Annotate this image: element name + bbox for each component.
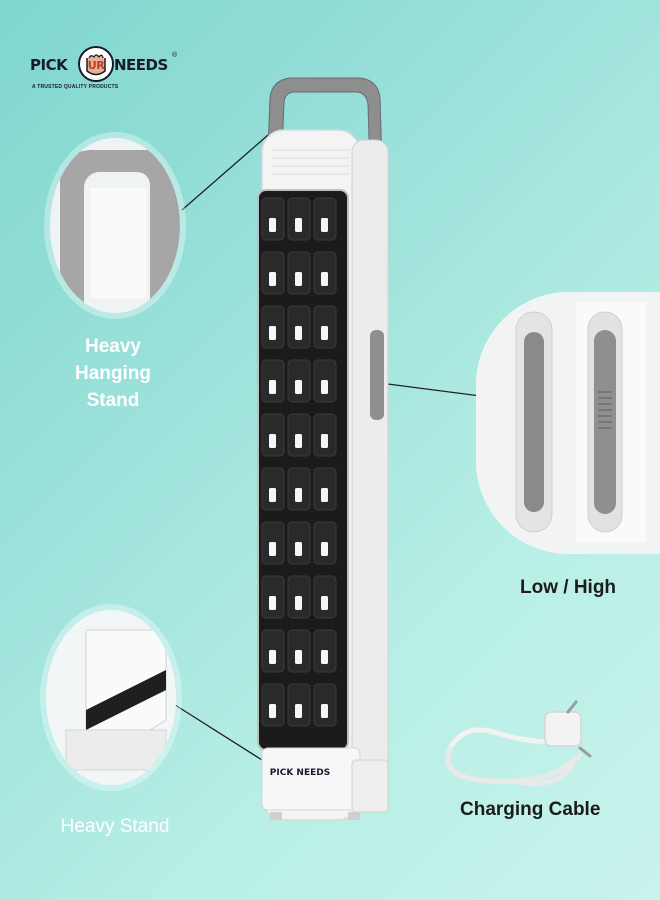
fist-icon: UR — [78, 46, 114, 82]
logo-tagline: A TRUSTED QUALITY PRODUCTS — [32, 84, 119, 90]
switch-closeup — [476, 292, 660, 554]
led-chip — [269, 326, 276, 340]
led-chip — [321, 650, 328, 664]
registered-mark: ® — [172, 52, 178, 59]
handle-closeup — [50, 138, 180, 313]
brand-logo: PICK UR NEEDS ® A TRUSTED QUALITY PRODUC… — [30, 44, 190, 100]
foot-left — [270, 812, 282, 820]
charging-cable-illustration — [445, 700, 592, 787]
lamp-side-rail — [351, 139, 389, 811]
led-chip — [295, 326, 302, 340]
led-chip — [295, 272, 302, 286]
led-chip — [321, 380, 328, 394]
led-chip — [321, 434, 328, 448]
led-chip — [321, 542, 328, 556]
lamp-base — [261, 747, 361, 811]
top-ribs — [272, 149, 350, 175]
handle-closeup-illustration — [50, 138, 180, 313]
led-chip — [269, 218, 276, 232]
svg-text:UR: UR — [88, 59, 105, 72]
led-chip — [295, 650, 302, 664]
stand-closeup — [46, 610, 176, 785]
side-stand — [351, 759, 389, 813]
led-chip — [321, 488, 328, 502]
charging-cable-label: Charging Cable — [460, 799, 601, 820]
led-chip — [295, 434, 302, 448]
led-chip — [269, 272, 276, 286]
led-chip — [295, 218, 302, 232]
logo-needs-text: NEEDS — [114, 56, 168, 74]
led-chip — [269, 380, 276, 394]
led-chip — [295, 596, 302, 610]
switch-closeup-illustration — [476, 292, 660, 554]
led-chip — [269, 704, 276, 718]
stand-closeup-illustration — [46, 610, 176, 785]
led-chip — [321, 704, 328, 718]
led-chip — [321, 218, 328, 232]
pointer-line-handle — [181, 134, 269, 211]
led-chip — [269, 488, 276, 502]
led-chip — [269, 596, 276, 610]
led-chip — [295, 542, 302, 556]
led-chip — [269, 650, 276, 664]
pointer-line-stand — [171, 702, 263, 761]
led-chip — [269, 434, 276, 448]
hanging-stand-label: Heavy Hanging Stand — [75, 336, 151, 411]
product-logo-text: PICK NEEDS — [270, 768, 330, 778]
led-array — [261, 197, 337, 727]
low-high-switch — [370, 330, 384, 420]
led-chip — [295, 380, 302, 394]
led-chip — [321, 326, 328, 340]
led-chip — [321, 272, 328, 286]
heavy-stand-label: Heavy Stand — [60, 816, 170, 837]
led-chip — [295, 704, 302, 718]
low-high-label: Low / High — [520, 577, 617, 598]
led-chip — [269, 542, 276, 556]
logo-pick-text: PICK — [30, 56, 68, 74]
led-chip — [321, 596, 328, 610]
led-chip — [295, 488, 302, 502]
switch-grip-lines — [598, 391, 612, 429]
foot-right — [348, 812, 360, 820]
